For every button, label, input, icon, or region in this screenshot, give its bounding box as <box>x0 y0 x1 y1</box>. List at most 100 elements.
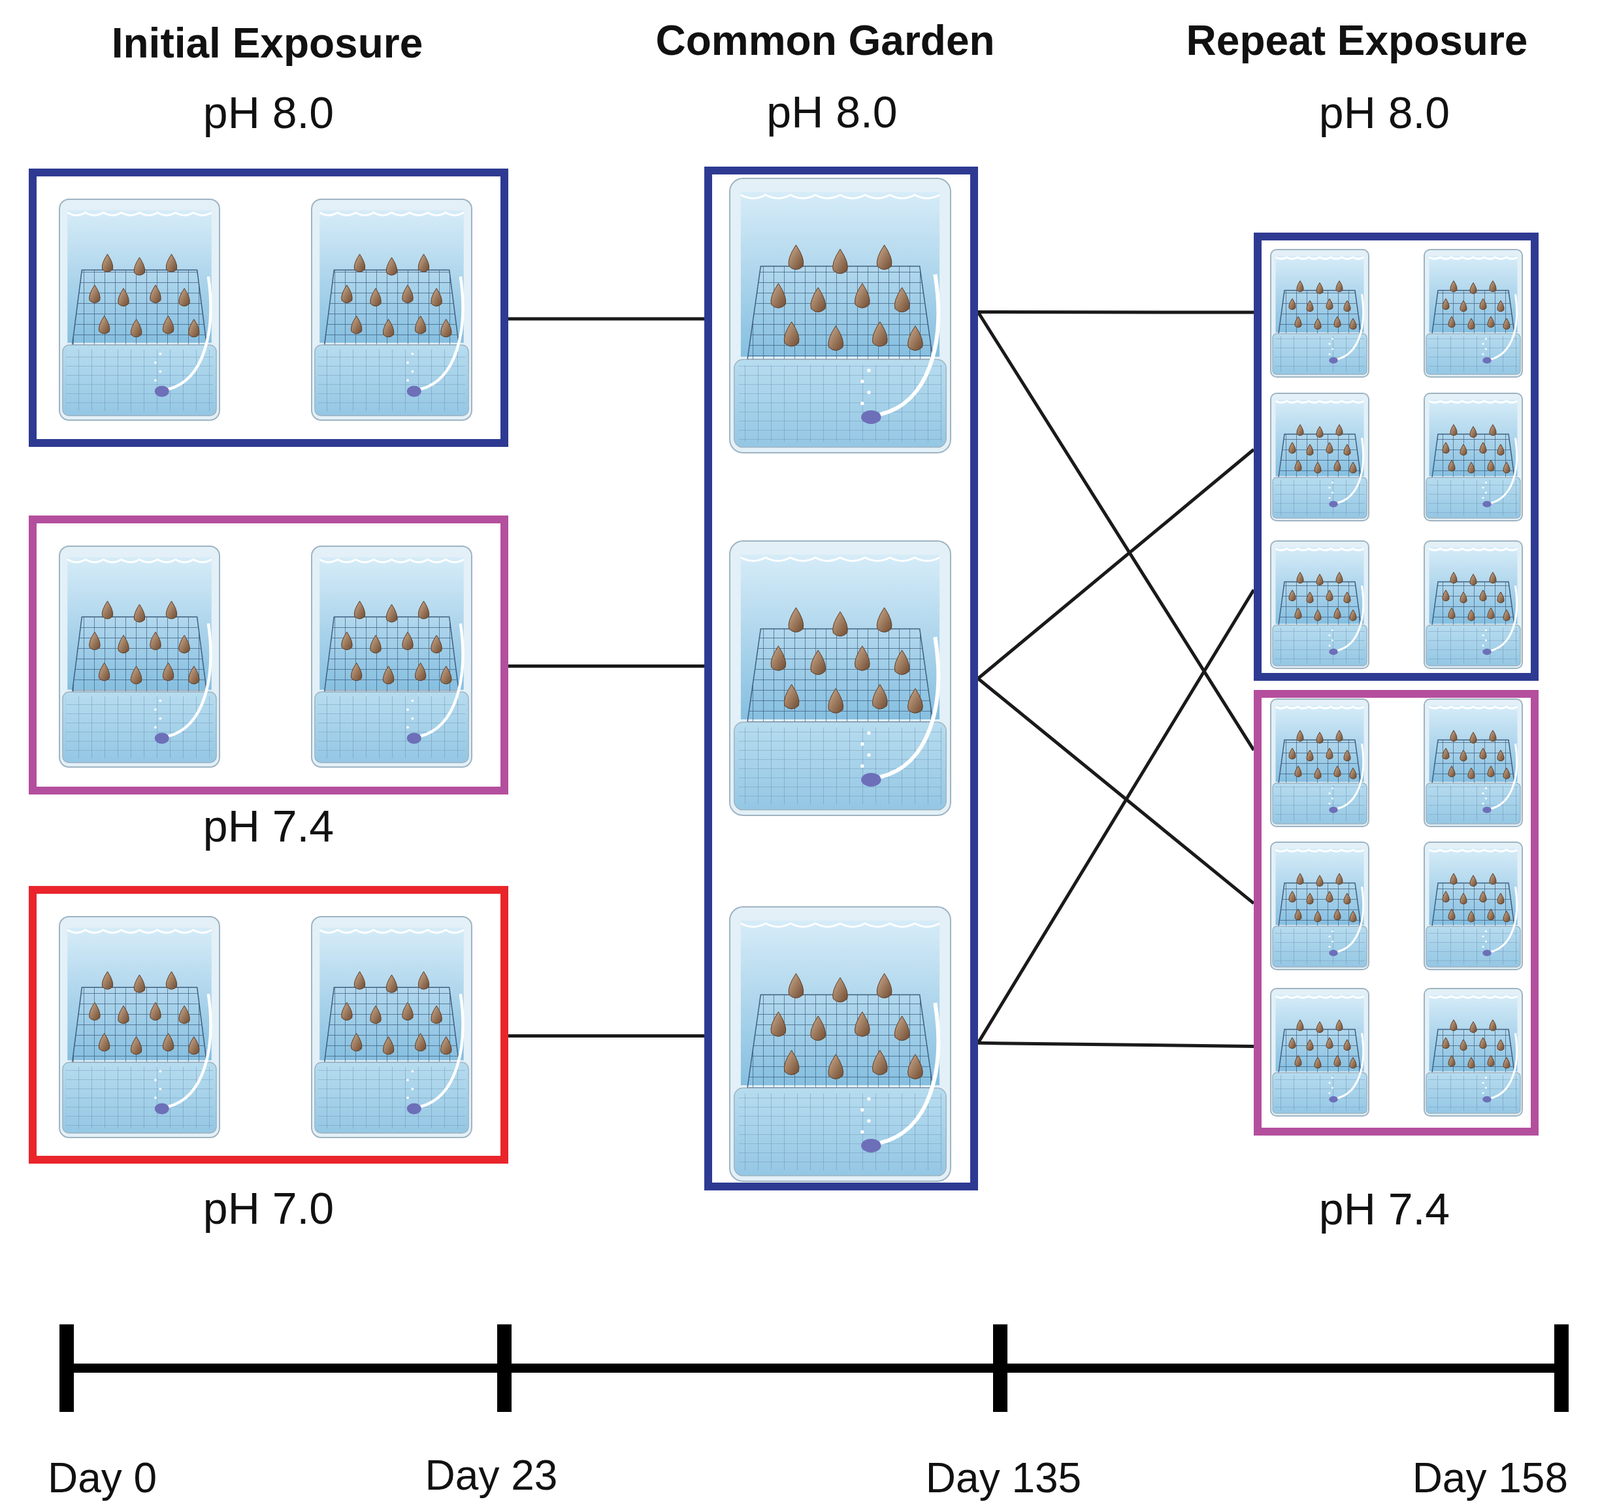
bubble <box>1328 1081 1331 1084</box>
tank-front <box>1426 477 1521 519</box>
oyster <box>1316 426 1323 438</box>
oyster <box>382 1036 394 1055</box>
oyster <box>101 971 113 990</box>
tank-front <box>734 359 947 447</box>
timeline-tick <box>1554 1324 1569 1412</box>
tank-front <box>314 691 469 763</box>
tank-front <box>734 721 947 810</box>
air-tube <box>1490 437 1518 503</box>
mesh-platform <box>324 269 460 345</box>
label-holder: Day 135 <box>925 1454 1082 1501</box>
oyster <box>1487 607 1495 619</box>
oyster <box>1326 589 1333 602</box>
air-tube <box>1337 293 1364 359</box>
oyster <box>118 288 129 306</box>
tank <box>1424 699 1523 827</box>
oyster <box>1442 589 1450 602</box>
oyster <box>179 288 190 306</box>
treatment-box: pH 7.4 <box>28 515 509 795</box>
oyster <box>1349 767 1357 779</box>
ph-label: pH 7.0 <box>203 1183 334 1233</box>
oyster <box>832 248 849 274</box>
oyster <box>1468 767 1475 779</box>
oyster <box>1450 1019 1457 1031</box>
oyster <box>386 974 397 993</box>
oyster <box>1460 591 1467 604</box>
oyster <box>133 257 145 276</box>
oyster <box>1468 1057 1475 1069</box>
tank-floor-grid <box>318 349 466 412</box>
oyster <box>876 607 892 633</box>
tank-front <box>1426 1072 1521 1114</box>
bubble <box>860 1130 864 1134</box>
bubble <box>1328 802 1331 805</box>
oyster <box>1294 316 1302 328</box>
oyster <box>150 631 161 650</box>
bubble <box>1482 352 1485 355</box>
air-stone <box>1328 501 1339 508</box>
mesh-platform <box>1278 290 1361 334</box>
tank-floor-grid <box>1428 1075 1519 1112</box>
bubble <box>1485 940 1487 943</box>
heading-holder: pH 8.0 <box>203 88 334 138</box>
tank-front <box>1426 333 1521 375</box>
oyster <box>894 650 910 675</box>
bubble <box>1482 792 1485 795</box>
air-stone <box>407 733 422 745</box>
bubble <box>1485 797 1487 800</box>
oyster <box>1326 298 1333 310</box>
column-title: Common Garden <box>655 17 995 64</box>
oyster <box>1479 1037 1487 1049</box>
air-stone <box>1328 806 1339 814</box>
water-surface <box>1429 996 1518 998</box>
oyster <box>1294 459 1302 472</box>
bubble <box>1482 945 1485 948</box>
water-surface <box>740 194 940 198</box>
air-tube <box>1337 886 1364 952</box>
bubble <box>1328 792 1331 795</box>
bubble <box>1485 337 1487 340</box>
air-tube <box>880 274 939 415</box>
oyster <box>1497 444 1504 456</box>
mesh-platform <box>1432 1028 1515 1073</box>
air-tube <box>1337 585 1364 651</box>
oyster <box>98 316 110 334</box>
oyster <box>350 316 362 334</box>
oyster <box>1334 459 1341 472</box>
oyster <box>1306 591 1314 604</box>
tank <box>311 199 472 421</box>
oyster <box>1289 589 1296 602</box>
oyster <box>1469 426 1477 438</box>
bubble <box>1485 1087 1487 1090</box>
connector-line <box>508 1034 705 1038</box>
oyster <box>150 284 161 303</box>
bubble <box>158 699 162 703</box>
oyster <box>1503 1057 1510 1069</box>
air-tube <box>1490 886 1518 952</box>
bubble <box>410 1087 414 1091</box>
oyster <box>165 254 177 272</box>
oyster <box>788 973 804 999</box>
water-surface <box>1275 996 1365 998</box>
oyster <box>1316 732 1323 744</box>
oyster <box>1450 424 1457 436</box>
oyster <box>1468 910 1475 922</box>
bubble <box>1331 481 1334 484</box>
ph-label: pH 7.4 <box>1319 1184 1450 1234</box>
bubble <box>1485 930 1487 933</box>
oyster <box>783 684 800 709</box>
tank-front <box>1272 926 1367 967</box>
label-holder: Day 23 <box>425 1452 558 1499</box>
bubble <box>406 1096 409 1099</box>
oyster <box>1289 298 1296 310</box>
oyster <box>1448 1055 1455 1067</box>
air-stone <box>1482 357 1492 364</box>
mesh-platform <box>324 987 460 1063</box>
bubble <box>1485 639 1487 642</box>
treatment-box: pH 8.0 <box>704 166 979 1191</box>
oyster <box>440 319 452 338</box>
heading-holder: pH 8.0 <box>1319 88 1450 138</box>
tank-shell <box>311 916 472 1138</box>
